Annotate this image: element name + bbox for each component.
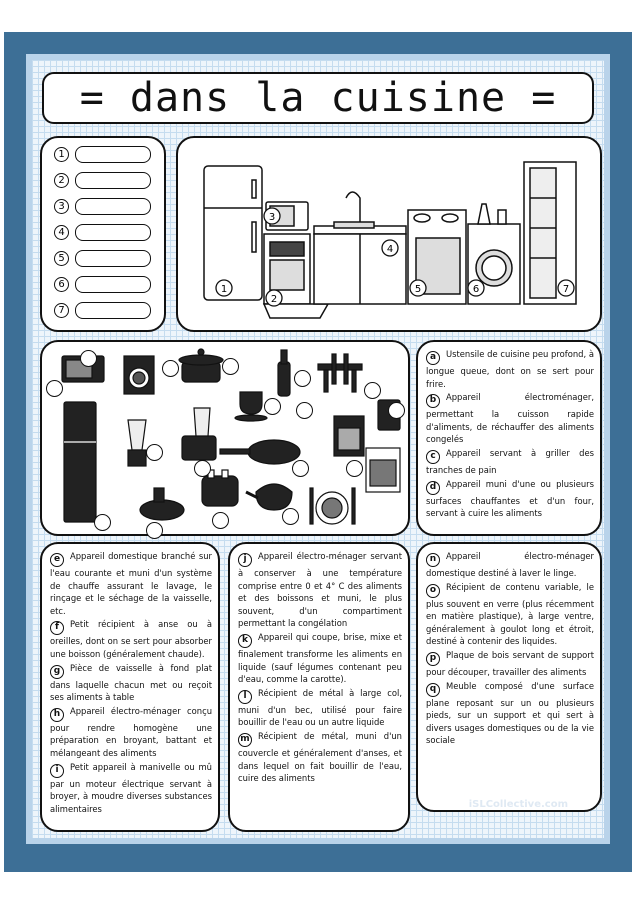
svg-text:3: 3 [269, 212, 275, 223]
number-badge: 2 [54, 173, 69, 188]
fridge-icon [63, 401, 97, 523]
meat-grinder-icon [139, 487, 185, 521]
number-badge: 4 [54, 225, 69, 240]
label-blank[interactable] [162, 360, 179, 377]
label-blank[interactable] [80, 350, 97, 367]
page-frame: = dans la cuisine = 1 2 3 4 5 6 7 [4, 32, 632, 872]
number-badge: 5 [54, 251, 69, 266]
label-blank[interactable] [388, 402, 405, 419]
label-blank[interactable] [264, 398, 281, 415]
label-blank[interactable] [222, 358, 239, 375]
cup-icon [234, 391, 268, 422]
label-blank[interactable] [194, 460, 211, 477]
answer-blank-1[interactable] [75, 146, 151, 163]
label-blank[interactable] [146, 522, 163, 539]
kettle-icon [245, 483, 293, 511]
answer-blank-6[interactable] [75, 276, 151, 293]
answer-row-2: 2 [54, 172, 151, 189]
label-blank[interactable] [346, 460, 363, 477]
answer-blank-7[interactable] [75, 302, 151, 319]
svg-text:6: 6 [473, 284, 479, 295]
watermark: iSLCollective.com [468, 799, 568, 810]
answer-row-4: 4 [54, 224, 151, 241]
bottle-icon [277, 349, 291, 397]
svg-text:4: 4 [387, 244, 393, 255]
answer-row-7: 7 [54, 302, 151, 319]
label-blank[interactable] [94, 514, 111, 531]
number-badge: 1 [54, 147, 69, 162]
answer-blank-3[interactable] [75, 198, 151, 215]
answer-blank-4[interactable] [75, 224, 151, 241]
number-badge: 3 [54, 199, 69, 214]
dishwasher-icon [365, 447, 401, 493]
answer-row-3: 3 [54, 198, 151, 215]
food-processor-icon [181, 407, 217, 461]
frying-pan-icon [219, 439, 301, 465]
number-badge: 6 [54, 277, 69, 292]
blender-icon [127, 419, 147, 467]
items-illustration-box [40, 340, 439, 539]
label-blank[interactable] [294, 370, 311, 387]
grid-background: = dans la cuisine = 1 2 3 4 5 6 7 [32, 60, 604, 838]
page-title: = dans la cuisine = [79, 75, 557, 121]
kitchen-illustration-box: 1 2 3 4 5 6 7 [176, 136, 602, 332]
plate-icon [309, 487, 356, 525]
kitchen-illustration: 1 2 3 4 5 6 7 [203, 161, 577, 319]
washing-machine-icon [123, 355, 155, 395]
label-blank[interactable] [282, 508, 299, 525]
toaster-icon [201, 469, 239, 507]
table-icon [317, 353, 363, 393]
svg-text:7: 7 [563, 284, 569, 295]
svg-text:1: 1 [221, 284, 227, 295]
label-blank[interactable] [46, 380, 63, 397]
svg-text:2: 2 [271, 294, 277, 305]
label-blank[interactable] [296, 402, 313, 419]
label-blank[interactable] [364, 382, 381, 399]
answer-row-1: 1 [54, 146, 151, 163]
answer-blank-2[interactable] [75, 172, 151, 189]
answer-blank-5[interactable] [75, 250, 151, 267]
label-blank[interactable] [212, 512, 229, 529]
page-inner: = dans la cuisine = 1 2 3 4 5 6 7 [26, 54, 610, 844]
number-badge: 7 [54, 303, 69, 318]
answer-row-6: 6 [54, 276, 151, 293]
svg-text:5: 5 [415, 284, 421, 295]
answer-row-5: 5 [54, 250, 151, 267]
stove-icon [333, 415, 365, 457]
label-blank[interactable] [292, 460, 309, 477]
label-blank[interactable] [146, 444, 163, 461]
title-box: = dans la cuisine = [42, 72, 594, 124]
numbered-answers-box: 1 2 3 4 5 6 7 [40, 136, 166, 332]
pot-icon [178, 348, 224, 383]
